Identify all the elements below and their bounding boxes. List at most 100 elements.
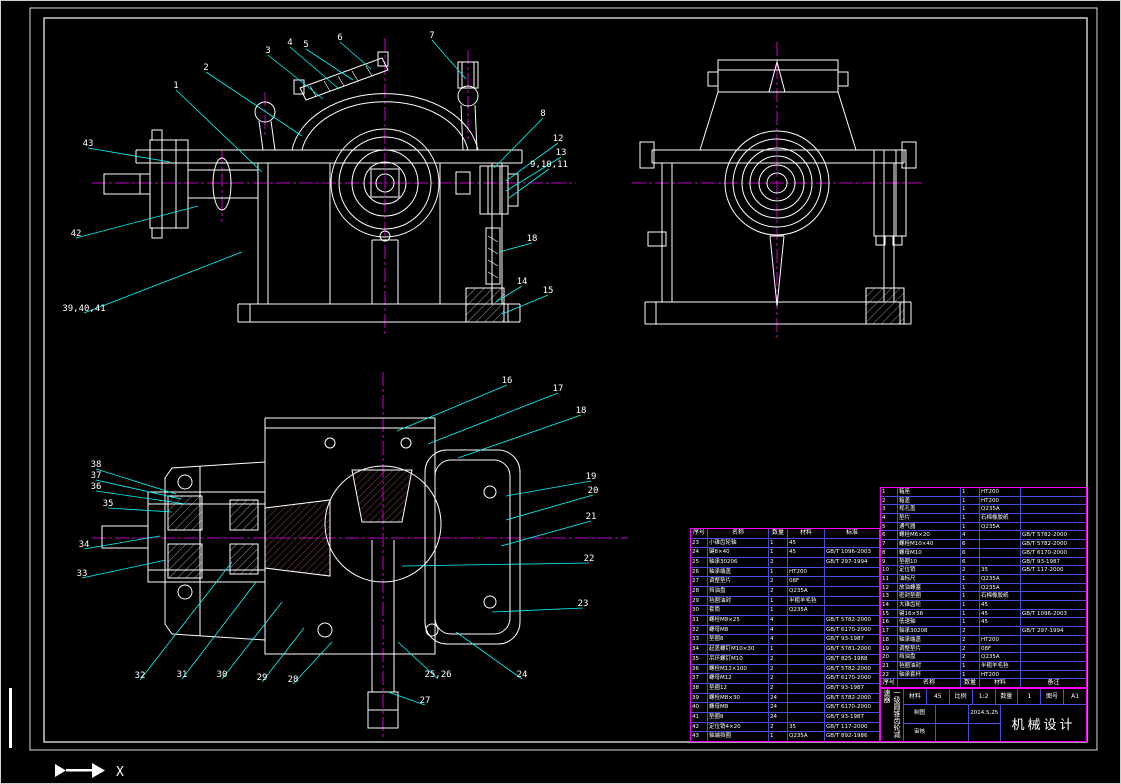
sign-date xyxy=(968,723,1000,741)
bom-cell xyxy=(825,538,879,548)
bom-cell: 轴端挡圈 xyxy=(708,732,768,741)
bom-cell: 4 xyxy=(881,514,897,522)
bom-header-cell: 标准 xyxy=(825,529,879,538)
part-callout-number: 8 xyxy=(540,109,545,119)
bom-cell: 键8×40 xyxy=(708,548,768,558)
bom-cell: 18 xyxy=(881,635,897,644)
bom-cell xyxy=(788,683,824,693)
bom-cell: 43 xyxy=(691,732,707,741)
bom-cell: HT200 xyxy=(980,670,1020,679)
bom-cell: 9 xyxy=(881,557,897,566)
bom-cell: 31 xyxy=(691,616,707,625)
bom-cell: 轴承30208 xyxy=(898,627,960,635)
bom-cell: 1 xyxy=(769,596,787,606)
bom-cell: 2 xyxy=(881,496,897,505)
bom-cell: 39 xyxy=(691,693,707,703)
bom-cell: 1 xyxy=(961,574,979,583)
bom-cell: GB/T 5782-2000 xyxy=(825,693,879,703)
bom-cell: 42 xyxy=(691,722,707,732)
bom-cell: 3 xyxy=(881,505,897,514)
bom-cell: 22 xyxy=(881,670,897,679)
bom-cell xyxy=(1021,644,1086,653)
leader-line xyxy=(95,479,182,500)
bom-cell: 1 xyxy=(881,488,897,496)
part-callout-number: 22 xyxy=(584,554,595,564)
part-callout-number: 7 xyxy=(429,31,434,41)
bom-cell: 视孔盖 xyxy=(898,505,960,514)
bom-cell xyxy=(1021,505,1086,514)
part-callout-number: 3 xyxy=(265,46,270,56)
part-callout-number: 16 xyxy=(502,376,513,386)
bom-cell xyxy=(788,625,824,635)
bom-cell xyxy=(788,693,824,703)
leader-line xyxy=(83,535,161,550)
bom-cell xyxy=(1021,574,1086,583)
bom-cell: 1 xyxy=(961,618,979,627)
bom-cell: 大锥齿轮 xyxy=(898,601,960,609)
part-callout-number: 30 xyxy=(217,670,228,680)
bom-cell: Q235A xyxy=(980,522,1020,531)
part-callout-number: 23 xyxy=(578,599,589,609)
leader-line xyxy=(387,691,426,706)
bom-cell: 1 xyxy=(769,538,787,548)
bom-cell: 垫圈8 xyxy=(708,635,768,645)
bom-cell xyxy=(1021,601,1086,609)
bom-cell: 螺栓M6×20 xyxy=(898,531,960,540)
bom-header-cell: 材料 xyxy=(980,679,1020,687)
part-callout-number: 37 xyxy=(91,471,102,481)
bom-cell xyxy=(825,606,879,616)
bom-cell: GB/T 892-1986 xyxy=(825,732,879,741)
bom-cell: 螺母M10 xyxy=(898,548,960,557)
bom-cell: 45 xyxy=(980,618,1020,627)
bom-cell: 20 xyxy=(881,653,897,661)
bom-cell: Q235A xyxy=(788,587,824,596)
bom-header-cell: 名称 xyxy=(898,679,960,687)
sign-date: 2014.5.25 xyxy=(968,705,1000,723)
bom-cell: 螺栓M8×25 xyxy=(708,616,768,625)
bom-cell: 石棉橡胶纸 xyxy=(980,592,1020,601)
leader-line xyxy=(205,71,303,137)
front-view xyxy=(92,38,576,334)
leader-line xyxy=(289,46,340,90)
bom-cell: GB/T 5782-2000 xyxy=(1021,531,1086,540)
bom-cell: 2 xyxy=(961,627,979,635)
bom-cell: 2 xyxy=(961,635,979,644)
leader-line xyxy=(305,48,354,81)
leader-line xyxy=(401,562,590,567)
bom-cell: 定位销 xyxy=(898,566,960,574)
bom-cell xyxy=(1021,661,1086,670)
bom-cell: 2 xyxy=(769,558,787,567)
bom-cell: 小锥齿轮轴 xyxy=(708,538,768,548)
leader-line xyxy=(493,117,544,169)
bom-cell: 14 xyxy=(881,601,897,609)
part-callout-number: 33 xyxy=(77,569,88,579)
bom-cell: 36 xyxy=(691,664,707,674)
part-callout-number: 12 xyxy=(553,134,564,144)
leader-line xyxy=(397,641,439,680)
bom-cell: 08F xyxy=(788,577,824,587)
bom-cell: 10 xyxy=(881,566,897,574)
field-label: 比例 xyxy=(949,689,972,704)
bom-cell: 2 xyxy=(961,653,979,661)
part-callout-number: 36 xyxy=(91,482,102,492)
bom-cell: Q235A xyxy=(980,583,1020,592)
bom-cell: 45 xyxy=(980,601,1020,609)
part-callout-number: 6 xyxy=(337,33,342,43)
bom-cell: 1 xyxy=(961,522,979,531)
bom-cell: GB/T 93-1987 xyxy=(1021,557,1086,566)
bom-cell: 34 xyxy=(691,645,707,654)
bom-cell: 4 xyxy=(769,635,787,645)
leader-line xyxy=(431,39,467,80)
leader-line xyxy=(175,89,263,173)
bom-cell: 1 xyxy=(961,505,979,514)
course-title: 机械设计 xyxy=(1001,705,1086,741)
leader-line xyxy=(75,205,199,239)
bom-cell: 垫圈8 xyxy=(708,712,768,722)
bom-cell: 2 xyxy=(769,722,787,732)
bom-cell: GB/T 825-1988 xyxy=(825,654,879,664)
bom-cell: 35 xyxy=(788,722,824,732)
